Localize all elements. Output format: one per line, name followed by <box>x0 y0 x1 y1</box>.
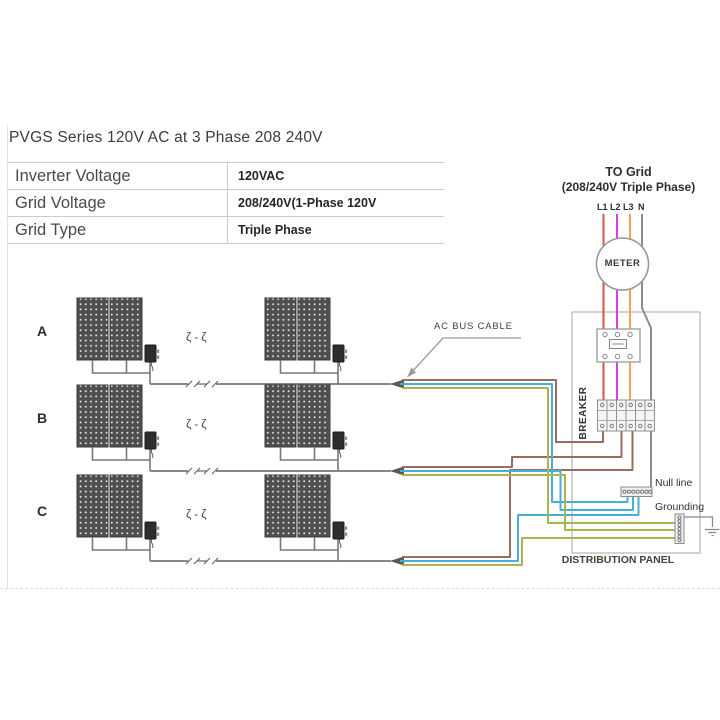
breaker-label: BREAKER <box>578 386 589 440</box>
phase-label-n: N <box>638 202 645 212</box>
panel-break-symbol: ζ-ζ <box>186 417 210 431</box>
grounding-terminal <box>674 513 720 544</box>
meter-label: METER <box>604 258 641 269</box>
panel-break-symbol: ζ-ζ <box>186 507 210 521</box>
spec-row-grid-type: Grid Type Triple Phase <box>7 217 444 244</box>
spec-value: 120VAC <box>227 163 444 189</box>
row-label-b: B <box>37 410 48 426</box>
phase-label-l2: L2 <box>610 202 621 212</box>
row-label-a: A <box>37 323 48 339</box>
pv-row-c <box>76 474 405 567</box>
to-grid-subtitle: (208/240V Triple Phase) <box>561 180 696 194</box>
meter-circle <box>595 237 650 291</box>
spec-value: Triple Phase <box>227 217 444 243</box>
null-line-label: Null line <box>655 477 693 489</box>
spec-value: 208/240V(1-Phase 120V <box>227 190 444 216</box>
page-left-border <box>7 125 8 588</box>
ac-bus-pointer <box>407 337 521 378</box>
ac-bus-cable-label: AC BUS CABLE <box>434 321 513 332</box>
bus-green-wires <box>402 387 675 566</box>
earth-symbol <box>684 516 720 537</box>
spec-table: Inverter Voltage 120VAC Grid Voltage 208… <box>7 162 444 244</box>
breaker-strip <box>597 399 655 432</box>
distribution-panel-label: DISTRIBUTION PANEL <box>561 554 675 566</box>
spec-label: Inverter Voltage <box>15 166 131 185</box>
pv-row-b <box>76 384 405 477</box>
main-breaker <box>596 328 641 363</box>
spec-row-inverter-voltage: Inverter Voltage 120VAC <box>7 163 444 190</box>
page-title: PVGS Series 120V AC at 3 Phase 208 240V <box>9 129 323 146</box>
spec-label: Grid Type <box>15 220 87 239</box>
distribution-panel-box <box>571 311 701 554</box>
to-grid-title: TO Grid <box>605 165 652 179</box>
grounding-label: Grounding <box>655 501 705 513</box>
bus-blue-wires <box>400 383 640 562</box>
panel-break-symbol: ζ-ζ <box>186 330 210 344</box>
phase-label-l3: L3 <box>623 202 634 212</box>
spec-row-grid-voltage: Grid Voltage 208/240V(1-Phase 120V <box>7 190 444 217</box>
page-bottom-border <box>0 588 720 589</box>
null-terminal <box>620 486 653 497</box>
row-label-c: C <box>37 503 48 519</box>
pv-row-a <box>76 297 405 390</box>
spec-label: Grid Voltage <box>15 193 106 212</box>
phase-label-l1: L1 <box>597 202 608 212</box>
